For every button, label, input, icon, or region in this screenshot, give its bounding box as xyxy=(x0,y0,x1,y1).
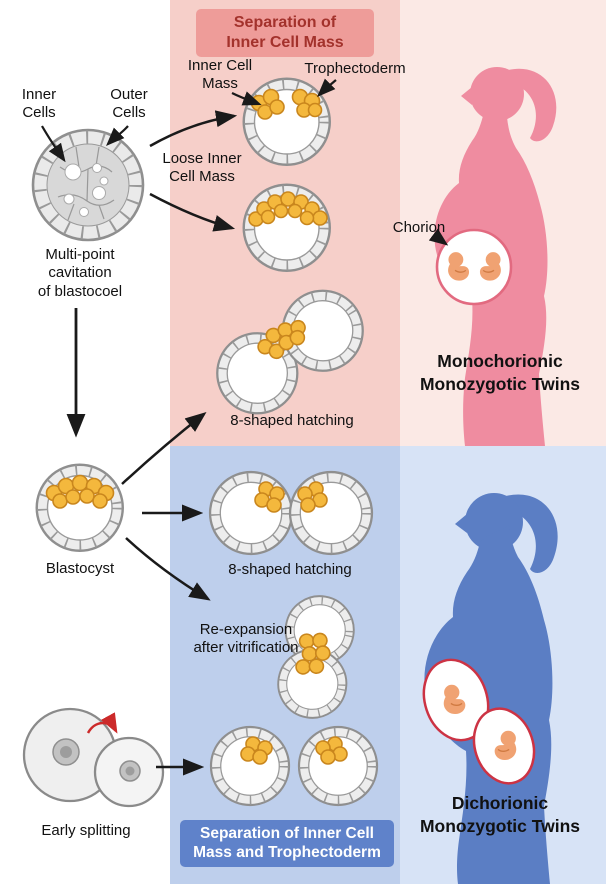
inner-cell-mass-label: Inner Cell Mass xyxy=(176,57,264,94)
label-line: cavitation xyxy=(48,264,112,282)
woman-pink-nose xyxy=(461,87,472,105)
label-line: Outer xyxy=(110,86,148,103)
arrows xyxy=(41,78,449,776)
loose-icm-to-separated-arrow xyxy=(149,110,238,148)
label-line: of blastocoel xyxy=(37,282,123,300)
chorion-pointer-arrow xyxy=(428,228,449,246)
title-line: Dichorionic xyxy=(451,793,549,813)
reexpansion-label: Re-expansion after vitrification xyxy=(182,621,310,658)
woman-blue-ponytail xyxy=(502,494,558,573)
reexpanded-8-embryo xyxy=(271,591,361,723)
horizontal-8-hatching-embryo xyxy=(210,472,372,554)
outer-cells-label: Outer Cells xyxy=(97,86,161,123)
title-line: Monozygotic Twins xyxy=(419,815,581,836)
dichorionic-title: Dichorionic Monozygotic Twins xyxy=(400,792,600,838)
chorion-label: Chorion xyxy=(392,219,446,236)
banner-line: Separation of xyxy=(233,14,337,31)
splitting-red-arrow xyxy=(86,712,118,734)
hatching-label-pink: 8-shaped hatching xyxy=(230,412,354,429)
label-line: Cells xyxy=(112,104,146,122)
banner-line: Inner Cell Mass xyxy=(226,34,344,51)
banner-separation-icm-and-trophectoderm: Separation of Inner Cell Mass and Trophe… xyxy=(180,820,394,867)
trophectoderm-pointer-arrow xyxy=(317,78,337,97)
banner-line: Separation of Inner Cell xyxy=(200,825,374,842)
label-line: Mass xyxy=(202,75,238,93)
morula-cavitation-diagram xyxy=(31,128,145,242)
loose-inner-cell-mass-label: Loose Inner Cell Mass xyxy=(146,150,258,187)
label-line: after vitrification xyxy=(193,639,299,657)
woman-pink-head xyxy=(470,67,524,121)
monochorionic-title: Monochorionic Monozygotic Twins xyxy=(402,350,598,396)
twin-blastocyst-left xyxy=(211,727,289,805)
label-line: Inner xyxy=(21,86,57,103)
banner-line: Mass and Trophectoderm xyxy=(193,844,381,862)
label-line: Cell Mass xyxy=(169,168,235,186)
inner-cell-mass-pointer-arrow xyxy=(231,91,262,106)
blastocyst-diagram xyxy=(37,465,123,551)
outer-cells-pointer-arrow xyxy=(106,125,129,146)
title-line: Monozygotic Twins xyxy=(419,373,581,394)
banner-separation-inner-cell-mass: Separation of Inner Cell Mass xyxy=(196,9,374,57)
chorion-sac xyxy=(435,228,513,306)
trophectoderm-label: Trophectoderm xyxy=(304,60,406,77)
label-line: Re-expansion xyxy=(199,621,293,638)
inner-cells-label: Inner Cells xyxy=(8,86,70,123)
blastocyst-label: Blastocyst xyxy=(45,560,115,577)
inner-cells-pointer-arrow xyxy=(41,125,66,163)
label-line: Loose Inner xyxy=(162,150,242,167)
title-line: Monochorionic xyxy=(437,351,563,371)
separated-icm-blastocyst xyxy=(244,79,330,165)
tilted-8-hatching-embryo xyxy=(202,275,378,428)
blastocyst-to-pink-hatching-arrow xyxy=(121,412,207,485)
label-line: Cells xyxy=(22,104,56,122)
woman-pink-ponytail xyxy=(504,68,557,142)
loose-icm-to-loose-arrow xyxy=(149,192,236,232)
blastocyst-to-reexpansion-arrow xyxy=(125,537,211,601)
twin-blastocyst-right xyxy=(299,727,377,805)
hatching-label-blue: 8-shaped hatching xyxy=(228,561,352,578)
amniotic-sac-1 xyxy=(422,658,490,742)
label-line: Inner Cell xyxy=(187,57,253,74)
amniotic-sac-2 xyxy=(472,707,536,785)
label-line: Multi-point xyxy=(45,246,115,263)
loose-icm-blastocyst xyxy=(244,185,330,271)
early-splitting-label: Early splitting xyxy=(41,822,131,839)
early-splitting-cells xyxy=(22,707,165,808)
woman-blue-nose xyxy=(455,514,467,533)
multipoint-cavitation-label: Multi-point cavitation of blastocoel xyxy=(8,246,152,301)
